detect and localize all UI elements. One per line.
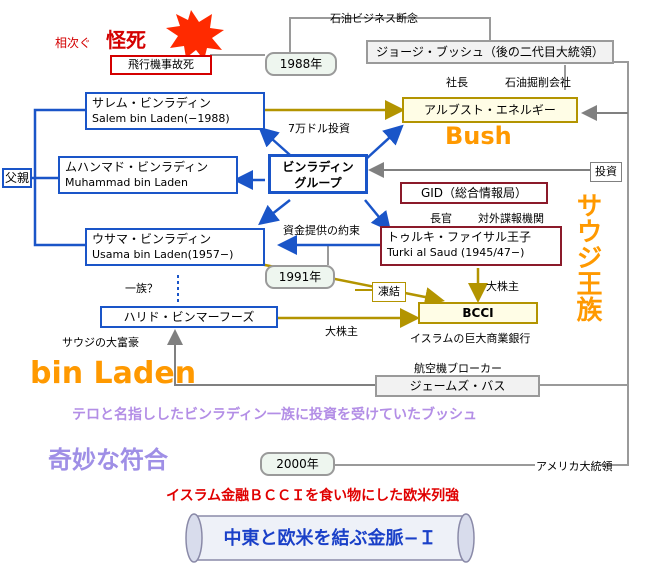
oil-company-label: 石油掘削会社	[505, 76, 571, 89]
year-1988-badge: 1988年	[265, 52, 337, 76]
turki-en: Turki al Saud (1945/47−)	[387, 246, 525, 259]
western-powers-label: イスラム金融ＢＣＣＩを食い物にした欧米列強	[166, 488, 460, 504]
george-bush-box: ジョージ・ブッシュ（後の二代目大統領）	[366, 40, 614, 64]
muhammad-en: Muhammad bin Laden	[65, 176, 188, 189]
year-1991-badge: 1991年	[265, 265, 335, 289]
us-president-label: アメリカ大統領	[536, 460, 613, 473]
died-in-succession-label: 相次ぐ	[55, 36, 92, 50]
strange-coincidence-title: 奇妙な符合	[48, 445, 168, 474]
salem-en: Salem bin Laden(−1988)	[92, 112, 230, 125]
salem-box: サレム・ビンラディン Salem bin Laden(−1988)	[85, 92, 265, 130]
saudi-royal-family-title: サウジ王族	[572, 192, 602, 322]
president-label: 社長	[446, 76, 468, 89]
group-line2: グループ	[294, 176, 342, 190]
bcci-box: BCCI	[418, 302, 538, 324]
year-2000-badge: 2000年	[260, 452, 335, 476]
khalid-box: ハリド・ビンマーフーズ	[100, 306, 278, 328]
investment-box: 投資	[590, 162, 622, 182]
explosion-icon	[166, 10, 224, 60]
investment-70k-label: 7万ドル投資	[288, 122, 350, 135]
bin-laden-group-box: ビンラディン グループ	[268, 154, 368, 194]
arbusto-energy-box: アルブスト・エネルギー	[402, 97, 578, 123]
chief-label: 長官	[430, 212, 452, 225]
muhammad-jp: ムハンマド・ビンラディン	[65, 160, 209, 174]
bush-title: Bush	[445, 122, 512, 150]
aircraft-broker-label: 航空機ブローカー	[414, 362, 502, 375]
funding-promise-label: 資金提供の約束	[283, 224, 360, 237]
mysterious-death-label: 怪死	[106, 28, 146, 52]
major-shareholder-label-1: 大株主	[486, 280, 519, 293]
major-shareholder-label-2: 大株主	[325, 325, 358, 338]
gid-box: GID（総合情報局）	[400, 182, 548, 204]
group-line1: ビンラディン	[282, 160, 354, 174]
muhammad-box: ムハンマド・ビンラディン Muhammad bin Laden	[58, 156, 238, 194]
tagline: テロと名指ししたビンラディン一族に投資を受けていたブッシュ	[72, 407, 478, 423]
salem-jp: サレム・ビンラディン	[92, 96, 211, 110]
usama-en: Usama bin Laden(1957−)	[92, 248, 234, 261]
foreign-intel-label: 対外諜報機関	[478, 212, 544, 225]
bin-laden-title: bin Laden	[30, 356, 197, 391]
james-bath-box: ジェームズ・バス	[375, 375, 540, 397]
frozen-box: 凍結	[372, 282, 406, 302]
bcci-description: イスラムの巨大商業銀行	[410, 332, 531, 345]
usama-jp: ウサマ・ビンラディン	[92, 232, 212, 246]
turki-box: トゥルキ・ファイサル王子 Turki al Saud (1945/47−)	[380, 226, 562, 266]
oil-business-cut-label: 石油ビジネス断念	[330, 12, 418, 25]
plane-crash-box: 飛行機事故死	[110, 55, 212, 75]
related-question-label: 一族？	[125, 282, 158, 295]
usama-box: ウサマ・ビンラディン Usama bin Laden(1957−)	[85, 228, 265, 266]
scroll-title-text: 中東と欧米を結ぶ金脈−Ｉ	[223, 528, 437, 549]
father-label-box: 父親	[2, 168, 32, 188]
scroll-shape	[185, 513, 475, 563]
saudi-rich-label: サウジの大富豪	[62, 336, 139, 349]
title-scroll: 中東と欧米を結ぶ金脈−Ｉ	[180, 508, 480, 566]
turki-jp: トゥルキ・ファイサル王子	[387, 230, 532, 244]
